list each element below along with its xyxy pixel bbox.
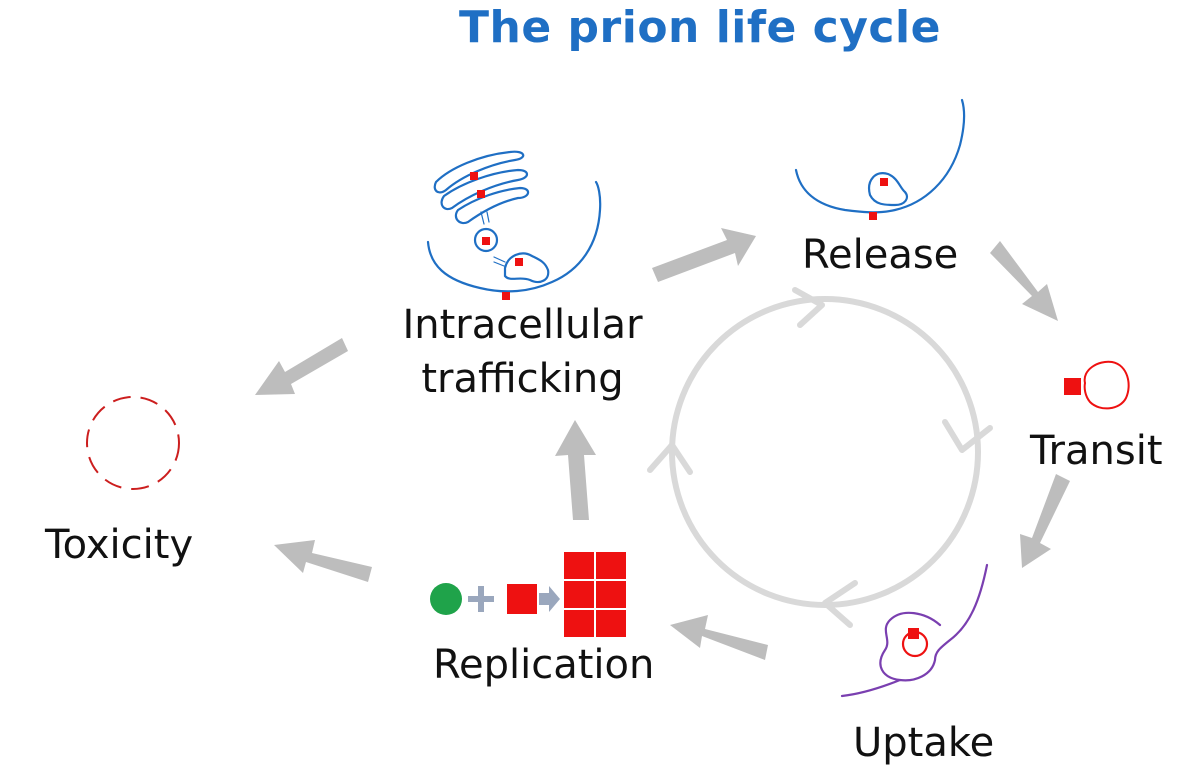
plus-sign-v [478,586,484,612]
label-toxicity: Toxicity [45,522,194,568]
release-prions [869,178,888,220]
label-replication: Replication [433,642,655,688]
arrow-uptake-to-replication [670,615,768,660]
cycle-chevron-left [647,442,693,475]
arrow-release-to-transit [990,241,1058,321]
prion-golgi-1 [470,172,478,180]
prion-uptake [908,628,919,639]
equilibrium-arrows-1 [480,211,490,225]
cycle-chevron-right [942,419,993,453]
prion-membrane [502,292,510,300]
prion-vesicle [482,237,490,245]
page-title: The prion life cycle [459,2,941,53]
toxicity-dashed-circle [86,396,180,490]
vesicle-trafficking [473,227,499,253]
release-pocket [868,172,909,207]
label-release: Release [802,232,959,278]
aggregate-block-6 [594,608,628,639]
label-trafficking-line1: Intracellular [402,302,643,348]
prion-release-surface [869,212,877,220]
endosome-budding [503,252,550,284]
cell-membrane-trafficking [426,180,602,293]
transit-vesicle [1083,360,1130,410]
aggregate-block-5 [562,608,596,639]
flow-arrows [255,228,1070,660]
arrow-trafficking-to-release [652,228,756,282]
cycle-chevron-bottom [822,580,858,628]
aggregate-block-4 [594,579,628,610]
trafficking-prions [470,172,523,300]
arrow-trafficking-to-toxicity [255,338,348,395]
equilibrium-arrows-2 [493,256,506,267]
prion-golgi-2 [477,190,485,198]
central-cycle-ring [669,296,981,608]
aggregate-block-3 [562,579,596,610]
arrow-transit-to-uptake [1020,474,1070,568]
cell-membrane-uptake [840,563,989,698]
prion-endosome [515,258,523,266]
monomer-green [430,583,462,615]
golgi-stack-1 [433,150,525,194]
arrow-replication-to-toxicity [274,540,372,582]
replication-arrow [539,586,560,612]
prion-transit [1064,378,1081,395]
prion-seed [507,584,537,614]
prion-release-pocket [880,178,888,186]
aggregate-block-1 [562,550,596,581]
golgi-stack-2 [440,168,529,211]
label-transit: Transit [1030,428,1163,474]
cycle-chevron-top [792,287,825,328]
aggregate-block-2 [594,550,628,581]
label-uptake: Uptake [853,720,995,766]
transit-sketch [1064,360,1130,410]
cell-membrane-release [794,98,966,214]
prion-aggregate [562,550,628,639]
trafficking-cell-sketch [426,150,602,293]
release-cell-sketch [794,98,966,214]
arrow-replication-to-trafficking [555,420,596,520]
golgi-stack-3 [454,186,530,225]
label-trafficking-line2: trafficking [421,356,624,402]
replication-equation [430,550,628,639]
